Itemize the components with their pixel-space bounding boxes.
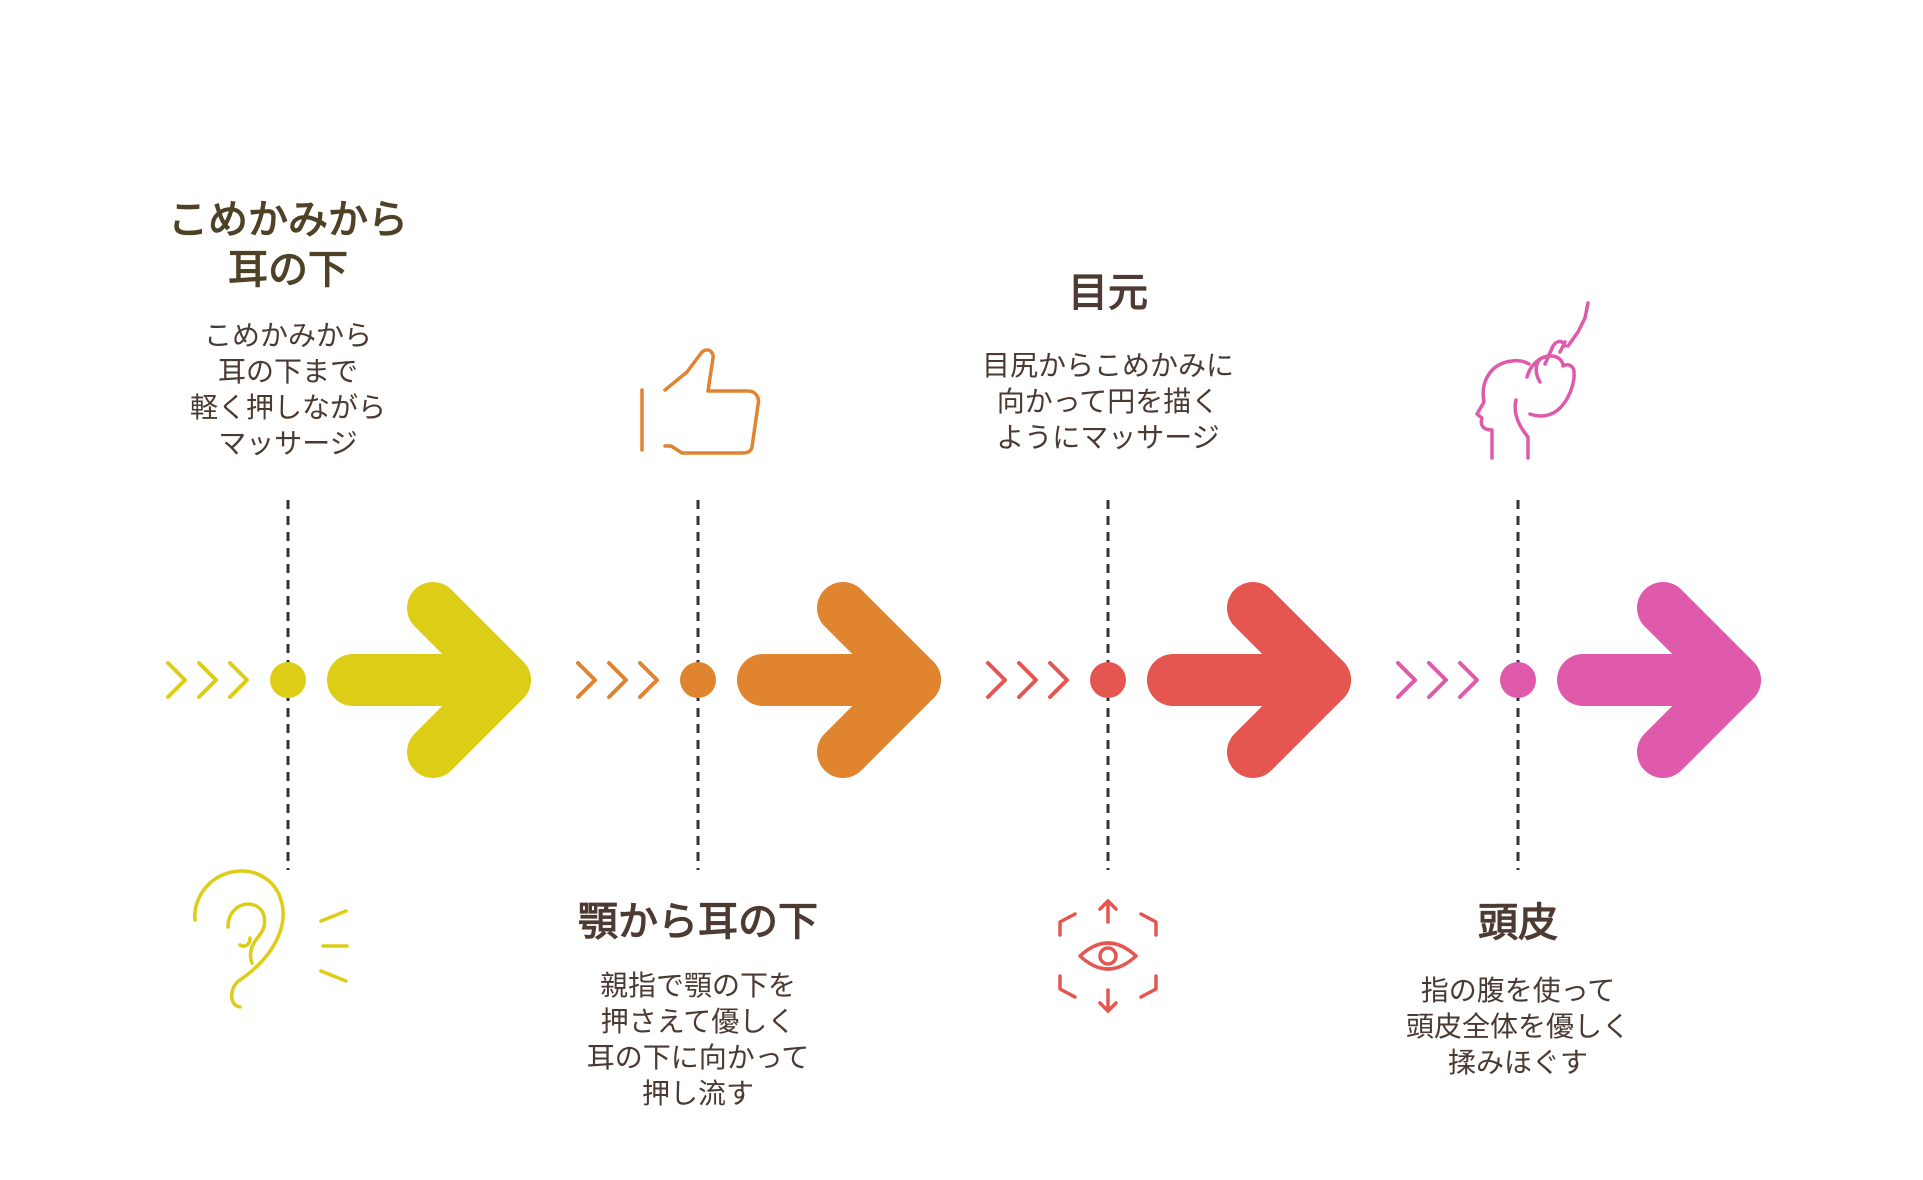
step-4-description: 指の腹を使って 頭皮全体を優しく 揉みほぐす (1405, 974, 1630, 1079)
step-1-arrow (327, 582, 531, 778)
step-4-chevrons (1396, 661, 1479, 699)
thumbs-up-icon (640, 348, 761, 455)
step-2 (576, 348, 941, 870)
step-1-chevrons (166, 661, 249, 699)
step-1-description: こめかみから 耳の下まで 軽く押しながら マッサージ (189, 319, 386, 460)
step-4-arrow (1557, 582, 1761, 778)
step-4-dot (1500, 662, 1536, 698)
step-1-dot (270, 662, 306, 698)
step-3-title: 目元 (1068, 270, 1148, 316)
step-1-title: こめかみから 耳の下 (168, 197, 408, 293)
step-2-chevrons (576, 661, 659, 699)
step-2-title: 顎から耳の下 (578, 899, 818, 945)
step-1 (166, 500, 531, 1009)
step-3-arrow (1147, 582, 1351, 778)
head-massage-icon (1475, 301, 1590, 460)
eye-focus-icon (1058, 899, 1158, 1013)
step-2-arrow (737, 582, 941, 778)
step-3 (986, 500, 1351, 1013)
step-4-title: 頭皮 (1478, 900, 1558, 946)
step-3-dot (1090, 662, 1126, 698)
step-3-chevrons (986, 661, 1069, 699)
step-2-description: 親指で顎の下を 押さえて優しく 耳の下に向かって 押し流す (586, 969, 810, 1110)
step-2-dot (680, 662, 716, 698)
ear-icon (193, 869, 349, 1009)
step-3-description: 目尻からこめかみに 向かって円を描く ようにマッサージ (981, 349, 1234, 454)
step-4 (1396, 301, 1761, 870)
